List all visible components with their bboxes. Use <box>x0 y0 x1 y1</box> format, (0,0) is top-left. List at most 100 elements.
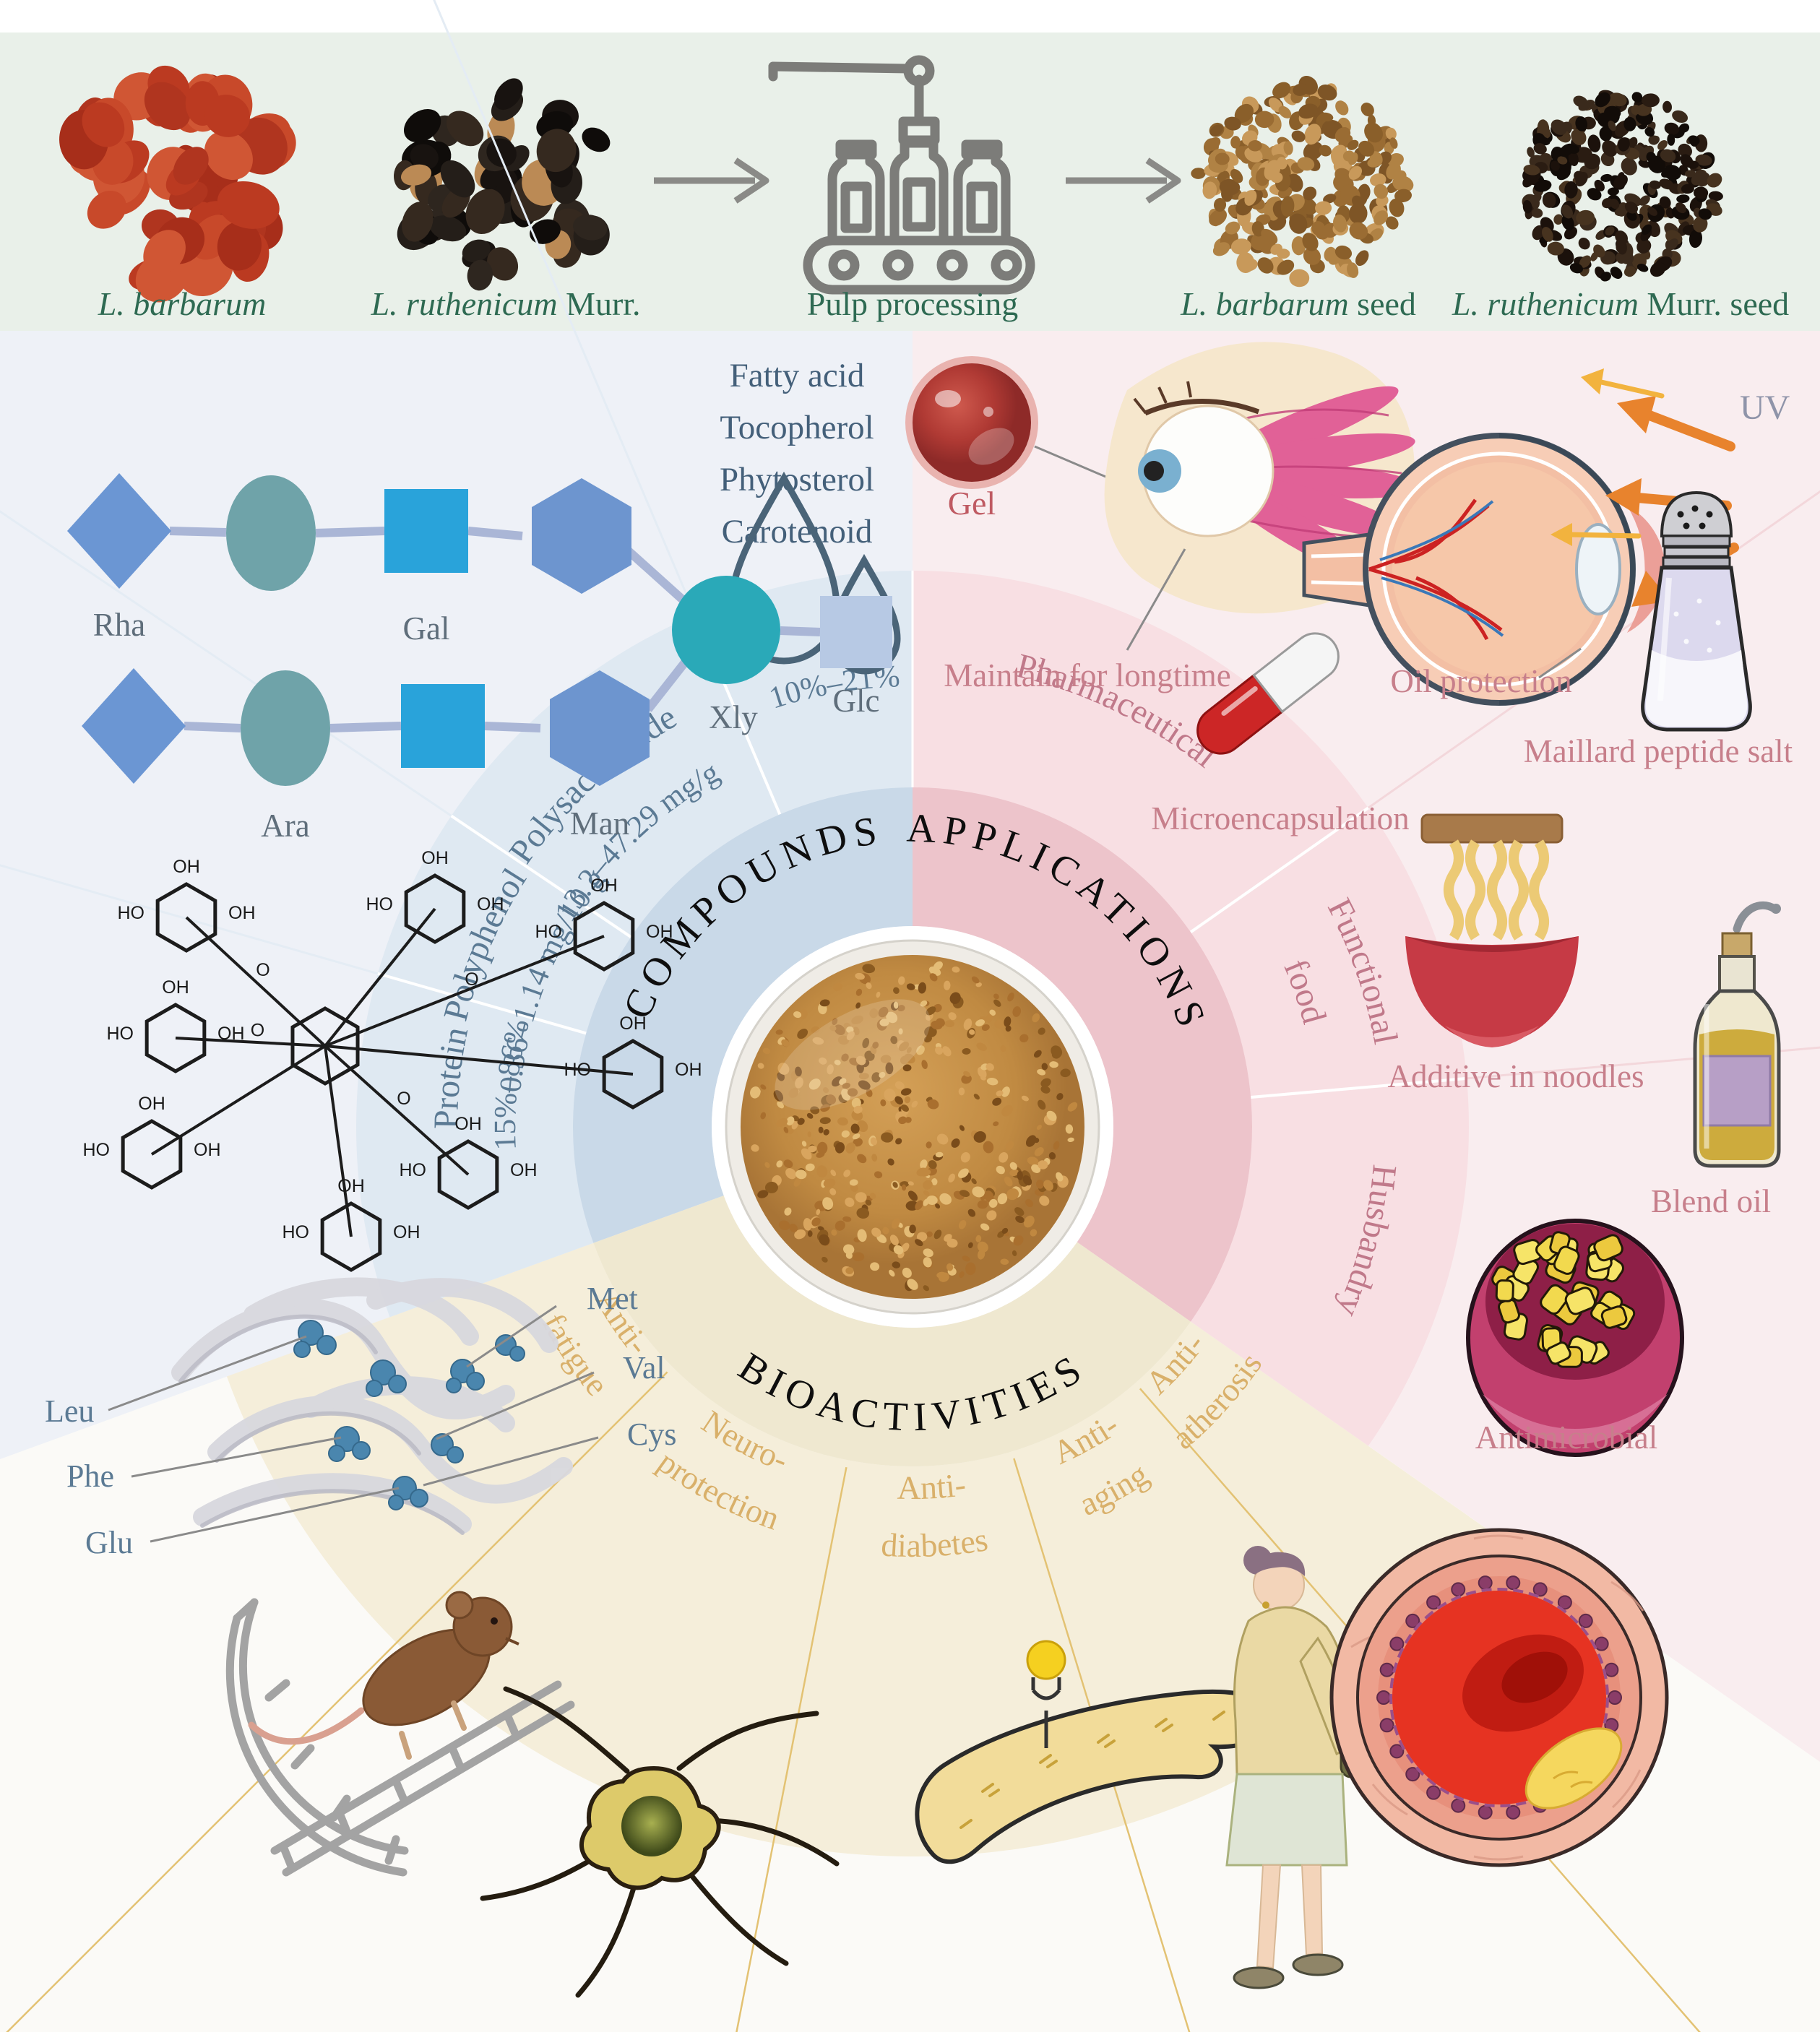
noodles-label: Additive in noodles <box>1388 1058 1644 1094</box>
amino-acid-blobs <box>293 1320 525 1510</box>
salt-shaker-icon <box>1641 490 1752 732</box>
blend-oil-bottle-icon <box>1693 901 1781 1168</box>
label-l-ruthenicum-seed: L. ruthenicum Murr. seed <box>1452 285 1789 322</box>
oil-protection-pointer <box>1538 647 1582 679</box>
segment-functional-food <box>1191 808 1467 1098</box>
red-berries-photo <box>59 65 296 303</box>
neuron-icon <box>480 1686 840 1998</box>
blend-oil-label: Blend oil <box>1651 1183 1771 1219</box>
gel-ball-icon <box>905 356 1038 489</box>
divider-line <box>0 864 379 975</box>
svg-text:OH: OH <box>173 857 200 877</box>
divider-line <box>1466 1046 1820 1080</box>
segment-divider <box>1189 806 1369 934</box>
brown-seeds-photo <box>1191 76 1414 287</box>
svg-text:OH: OH <box>228 903 256 923</box>
elderly-woman-icon <box>1225 1546 1390 1989</box>
gal-label: Gal <box>403 610 450 647</box>
svg-text:O: O <box>465 969 478 990</box>
glu-label: Glu <box>85 1525 133 1560</box>
segment-pharmaceutical <box>913 571 1368 933</box>
val-label: Val <box>623 1350 665 1385</box>
rha-diamond <box>67 473 171 589</box>
svg-text:HO: HO <box>283 1222 310 1242</box>
svg-text:HO: HO <box>83 1140 111 1160</box>
xly-circle <box>672 576 780 684</box>
dark-seeds-photo <box>1522 90 1723 282</box>
protein-structure: Met Val Cys Leu Phe Glu <box>45 1277 676 1560</box>
label-l-barbarum-seed: L. barbarum seed <box>1180 285 1416 322</box>
glc-label: Glc <box>833 683 880 719</box>
segment-divider <box>450 814 632 938</box>
tocopherol-label: Tocopherol <box>720 409 874 446</box>
maillard-label: Maillard peptide salt <box>1524 733 1793 769</box>
gel-label: Gel <box>948 485 996 522</box>
mouse-treadmill-icon <box>225 1591 575 1877</box>
carotenoid-label: Carotenoid <box>722 513 873 550</box>
svg-text:O: O <box>256 960 269 980</box>
svg-text:OH: OH <box>217 1024 245 1044</box>
oil-protection-label: Oil protection <box>1390 663 1571 699</box>
glc-square <box>820 596 892 668</box>
svg-text:OH: OH <box>675 1060 702 1080</box>
svg-text:OH: OH <box>590 876 618 896</box>
fatty-acid-label: Fatty acid <box>730 357 865 394</box>
top-strip <box>0 0 1820 33</box>
segment-polyphenol <box>377 816 631 1034</box>
svg-text:OH: OH <box>337 1176 365 1196</box>
svg-text:OH: OH <box>138 1094 165 1114</box>
ara-label: Ara <box>261 808 309 844</box>
gal-row-ellipse <box>226 475 316 591</box>
bioactivity-divider <box>736 1466 848 2032</box>
antimicrobial-label: Antimicrobial <box>1475 1419 1657 1456</box>
svg-text:OH: OH <box>477 894 504 915</box>
segment-divider <box>377 972 587 1035</box>
phe-label: Phe <box>66 1458 114 1494</box>
uv-label: UV <box>1740 389 1790 427</box>
svg-text:HO: HO <box>107 1024 134 1044</box>
svg-text:O: O <box>397 1089 410 1109</box>
ara-diamond <box>82 668 186 784</box>
svg-text:HO: HO <box>400 1160 427 1180</box>
applications-inner-ring <box>913 787 1252 1322</box>
arrow-right-icon <box>1066 157 1181 204</box>
svg-text:OH: OH <box>454 1114 482 1134</box>
cys-label: Cys <box>627 1417 676 1452</box>
label-pulp-processing: Pulp processing <box>807 285 1019 322</box>
svg-text:OH: OH <box>421 848 449 868</box>
noodles-icon <box>1405 813 1579 1047</box>
divider-line <box>433 0 696 615</box>
ara-ellipse <box>241 670 330 786</box>
maintain-pointer-line <box>1126 548 1186 651</box>
glucose-sensor-icon <box>1026 1640 1066 1748</box>
anti-diabetes-label-2: diabetes <box>880 1521 990 1564</box>
bioactivity-divider <box>1013 1458 1191 2032</box>
met-label: Met <box>587 1281 638 1316</box>
svg-text:HO: HO <box>118 903 145 923</box>
polysaccharide-structure: Rha Gal Ara Man Xly Glc <box>67 473 892 844</box>
bioactivity-divider <box>6 1371 668 2032</box>
arrow-right-icon <box>654 157 769 204</box>
man-label: Man <box>570 805 630 842</box>
microencapsulation-label: Microencapsulation <box>1151 800 1409 836</box>
compounds-inner-ring <box>573 787 913 1243</box>
man-hexagon <box>550 670 650 786</box>
svg-text:O: O <box>251 1021 264 1041</box>
capsule-icon <box>1196 632 1340 755</box>
svg-text:OH: OH <box>162 977 189 998</box>
blood-vessel-icon <box>1329 1528 1669 1867</box>
svg-text:HO: HO <box>535 922 563 942</box>
leu-label: Leu <box>45 1393 94 1429</box>
bioactivities-inner-ring <box>593 1196 1191 1466</box>
svg-text:HO: HO <box>564 1060 592 1080</box>
seed-dish-photo <box>712 926 1113 1328</box>
segment-husbandry <box>1191 1078 1469 1446</box>
svg-text:HO: HO <box>366 894 394 915</box>
rha-label: Rha <box>93 607 146 643</box>
svg-text:OH: OH <box>510 1160 538 1180</box>
man-square <box>401 684 485 768</box>
hexose-hexagon <box>532 478 631 594</box>
phytosterol-label: Phytosterol <box>720 461 874 498</box>
